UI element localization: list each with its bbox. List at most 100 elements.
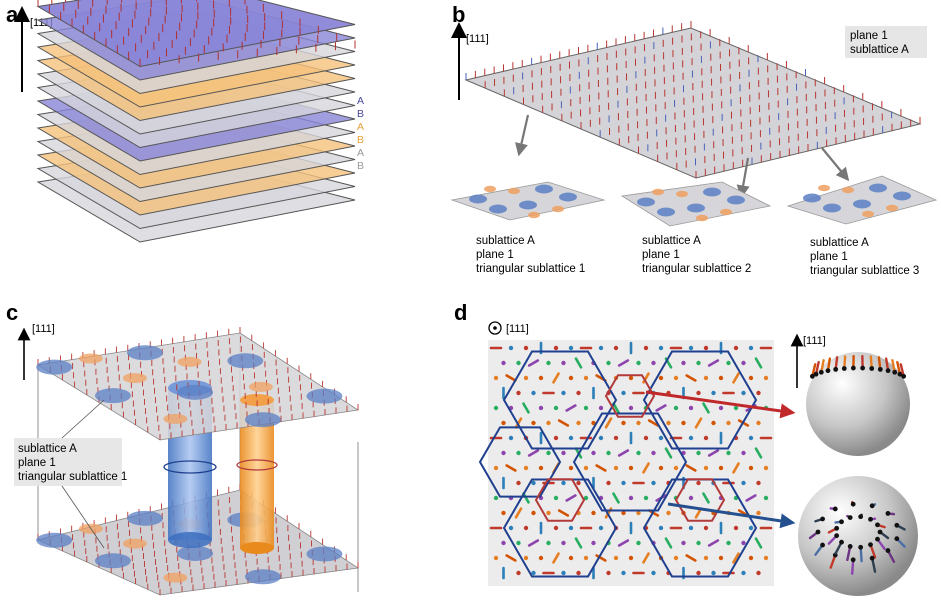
- sphere-site: [868, 542, 873, 548]
- blue-skyrmion: [519, 200, 537, 210]
- lattice-site: [703, 555, 709, 561]
- lattice-site: [621, 420, 626, 426]
- spin-arrow: [557, 419, 570, 427]
- lattice-site: [561, 450, 566, 456]
- spin-arrow: [527, 359, 540, 367]
- sphere-site: [833, 366, 839, 372]
- lattice-site: [718, 555, 724, 561]
- panel-a-letter: a: [6, 2, 19, 27]
- caption-line: plane 1: [476, 249, 514, 261]
- lattice-site: [763, 495, 769, 501]
- spin-arrow: [617, 359, 630, 367]
- lattice-site: [613, 345, 619, 351]
- hexagon-outline: [502, 478, 618, 578]
- lattice-site: [553, 495, 559, 501]
- spin-arrow: [612, 402, 620, 414]
- caption-line: triangular sublattice 1: [476, 263, 585, 275]
- blue-skyrmion: [244, 569, 281, 585]
- lattice-site: [688, 405, 694, 411]
- orange-skyrmion: [696, 214, 708, 222]
- layer-stack: [36, 0, 356, 243]
- blue-skyrmion: [869, 183, 887, 193]
- pointer-arrow: [821, 147, 850, 182]
- lattice-site: [538, 465, 544, 471]
- orange-skyrmion: [122, 538, 147, 549]
- lattice-site: [553, 345, 559, 351]
- spin-arrow: [552, 552, 560, 564]
- lattice-site: [628, 375, 634, 381]
- blue-skyrmion: [36, 532, 73, 548]
- spin-arrow: [595, 464, 607, 472]
- caption-line: sublattice A: [642, 235, 701, 247]
- lattice-site: [741, 450, 746, 456]
- lattice-site: [651, 360, 656, 366]
- lattice-site: [748, 345, 754, 351]
- blue-skyrmion: [637, 197, 655, 207]
- lattice-site: [688, 495, 694, 501]
- lattice-site: [576, 570, 581, 576]
- lattice-site: [696, 570, 701, 576]
- inset-caption-2: sublattice A plane 1 triangular sublatti…: [642, 235, 751, 275]
- lattice-site: [681, 540, 686, 546]
- lattice-site: [583, 465, 589, 471]
- lattice-site: [681, 420, 686, 426]
- lattice-site: [546, 540, 551, 546]
- lattice-site: [501, 420, 506, 426]
- lattice-site: [576, 480, 581, 486]
- spin-arrow: [702, 402, 710, 414]
- lattice-site: [628, 405, 634, 411]
- lattice-site: [673, 555, 679, 561]
- orange-skyrmion: [508, 187, 520, 195]
- panel-b-axis-label: [111]: [466, 33, 489, 45]
- stack-label: B: [357, 160, 364, 172]
- sphere-site: [834, 533, 840, 539]
- hexagon-outline: [642, 350, 758, 450]
- sphere-site: [869, 555, 875, 561]
- spin-arrow: [754, 447, 763, 459]
- hexagon-outline: [572, 412, 688, 512]
- legend-box: [14, 438, 122, 486]
- lattice-site: [658, 375, 664, 381]
- circulation-loop: [163, 460, 217, 474]
- caption-line: sublattice A: [810, 237, 869, 249]
- lattice-site: [763, 555, 769, 561]
- spin-arrow: [574, 357, 583, 369]
- lattice-site: [516, 360, 521, 366]
- spin-arrow: [522, 492, 530, 504]
- lattice-site: [493, 495, 499, 501]
- lattice-site: [493, 465, 499, 471]
- tube-end: [240, 542, 274, 554]
- lattice-site: [516, 480, 521, 486]
- lattice-site: [658, 435, 664, 441]
- panel-d-axis-label: [111]: [506, 323, 529, 335]
- lattice-site: [531, 390, 536, 396]
- spin-arrow: [647, 419, 660, 427]
- spin-arrow: [707, 539, 720, 547]
- lattice-site: [741, 570, 746, 576]
- lattice-site: [613, 555, 619, 561]
- orange-skyrmion: [818, 184, 830, 192]
- blue-skyrmion: [94, 553, 131, 569]
- panel-d-letter: d: [454, 300, 467, 325]
- lattice-site: [718, 375, 724, 381]
- panel-d: d [111] [111]: [454, 300, 918, 596]
- lattice-site: [493, 375, 499, 381]
- spin-arrow: [732, 462, 740, 474]
- spin-arrow: [702, 492, 710, 504]
- lattice-site: [576, 420, 581, 426]
- spin-arrow: [655, 404, 667, 412]
- blue-skyrmion: [94, 388, 131, 404]
- sphere-site: [809, 373, 815, 379]
- leader-line: [61, 485, 105, 549]
- orange-skyrmion: [842, 186, 854, 194]
- sphere-site: [839, 519, 844, 525]
- lattice-site: [538, 405, 544, 411]
- lattice-site: [561, 480, 566, 486]
- hexagon-outline: [642, 478, 758, 578]
- lattice-site: [741, 390, 746, 396]
- lattice-site: [591, 420, 596, 426]
- spin-arrow: [685, 554, 697, 562]
- lattice-site: [508, 345, 514, 351]
- lattice-site: [561, 570, 566, 576]
